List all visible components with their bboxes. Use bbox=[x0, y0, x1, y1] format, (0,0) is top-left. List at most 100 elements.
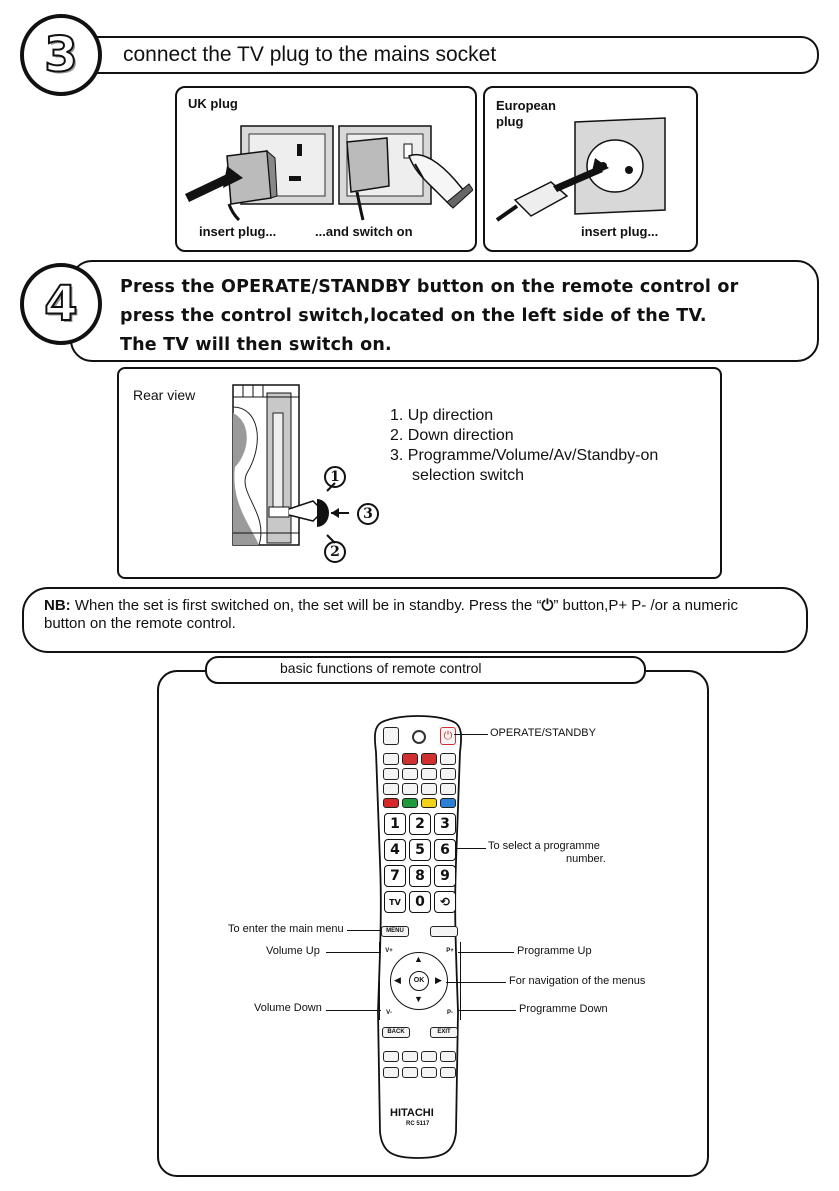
nav-cross-vertical-lines bbox=[379, 942, 461, 1020]
uk-plug-illustration bbox=[185, 125, 473, 221]
navigation-label: For navigation of the menus bbox=[509, 975, 646, 987]
func-row1-btn4[interactable] bbox=[440, 1051, 456, 1062]
func-row2-btn3[interactable] bbox=[421, 1067, 437, 1078]
european-plug-panel: European plug insert plug... bbox=[483, 86, 698, 252]
digit-6-button[interactable]: 6 bbox=[434, 839, 456, 861]
guide-button[interactable] bbox=[430, 926, 458, 937]
programme-up-button[interactable]: P+ bbox=[446, 948, 454, 954]
programme-up-label: Programme Up bbox=[517, 945, 592, 957]
european-plug-illustration bbox=[495, 117, 666, 222]
digit-2-button[interactable]: 2 bbox=[409, 813, 431, 835]
red-button[interactable] bbox=[383, 798, 399, 808]
func-row2-btn2[interactable] bbox=[402, 1067, 418, 1078]
power-symbol-icon: ⏻ bbox=[541, 597, 554, 614]
func-row1-btn2[interactable] bbox=[402, 1051, 418, 1062]
media-row1-btn3[interactable] bbox=[421, 753, 437, 765]
operate-standby-label: OPERATE/STANDBY bbox=[490, 727, 596, 739]
select-programme-label-2: number. bbox=[566, 853, 606, 865]
step4-number-badge: 4 bbox=[20, 263, 102, 345]
vol-up-leader bbox=[326, 952, 381, 953]
func-row2-btn4[interactable] bbox=[440, 1067, 456, 1078]
yellow-button[interactable] bbox=[421, 798, 437, 808]
rear-item-down: 2. Down direction bbox=[390, 427, 514, 444]
volume-down-label: Volume Down bbox=[254, 1002, 322, 1014]
uk-caption-switch: ...and switch on bbox=[315, 224, 413, 239]
media-row1-btn2[interactable] bbox=[402, 753, 418, 765]
nb-text-3: button on the remote control. bbox=[44, 615, 236, 632]
digit-1-button[interactable]: 1 bbox=[384, 813, 406, 835]
menu-leader bbox=[347, 930, 381, 931]
nav-right-arrow-icon[interactable]: ▶ bbox=[435, 975, 442, 985]
remote-section-title: basic functions of remote control bbox=[280, 660, 482, 676]
text-button[interactable] bbox=[383, 727, 399, 745]
main-menu-label: To enter the main menu bbox=[228, 923, 344, 935]
programme-down-label: Programme Down bbox=[519, 1003, 608, 1015]
swap-button[interactable]: ⟲ bbox=[434, 891, 456, 913]
media-row1-btn4[interactable] bbox=[440, 753, 456, 765]
prog-down-leader bbox=[458, 1010, 516, 1011]
navigation-ring[interactable] bbox=[390, 952, 448, 1010]
power-icon: ⏻ bbox=[443, 730, 453, 742]
nav-left-arrow-icon[interactable]: ◀ bbox=[394, 975, 401, 985]
select-programme-label: To select a programme bbox=[488, 840, 600, 852]
rewind-button[interactable] bbox=[402, 783, 418, 795]
nb-note-bar bbox=[22, 587, 808, 653]
marker-1: 1 bbox=[324, 466, 346, 488]
nb-label: NB: bbox=[44, 597, 71, 614]
digit-5-button[interactable]: 5 bbox=[409, 839, 431, 861]
power-button[interactable]: ⏻ bbox=[440, 727, 456, 745]
swap-icon: ⟲ bbox=[439, 895, 451, 909]
rear-item-switch-cont: selection switch bbox=[412, 467, 525, 484]
subtitle-button[interactable] bbox=[440, 783, 456, 795]
uk-plug-heading: UK plug bbox=[188, 96, 238, 111]
volume-up-label: Volume Up bbox=[266, 945, 320, 957]
fast-forward-button[interactable] bbox=[421, 783, 437, 795]
nav-up-arrow-icon[interactable]: ▲ bbox=[414, 954, 423, 964]
digit-4-button[interactable]: 4 bbox=[384, 839, 406, 861]
step3-title: connect the TV plug to the mains socket bbox=[123, 43, 497, 66]
digit-9-button[interactable]: 9 bbox=[434, 865, 456, 887]
exit-button[interactable]: EXIT bbox=[430, 1027, 458, 1038]
step3-number: 3 bbox=[43, 26, 78, 84]
rear-view-panel: Rear view 1 3 2 1. Up direction 2. Down … bbox=[117, 367, 722, 579]
nb-text-1: When the set is first switched on, the s… bbox=[70, 597, 542, 614]
pause-button[interactable] bbox=[421, 768, 437, 780]
ok-button[interactable]: OK bbox=[409, 971, 429, 991]
volume-down-button[interactable]: V- bbox=[386, 1010, 392, 1016]
digit-3-button[interactable]: 3 bbox=[434, 813, 456, 835]
step4-line2: press the control switch,located on the … bbox=[120, 306, 707, 326]
digit-7-button[interactable]: 7 bbox=[384, 865, 406, 887]
volume-up-button[interactable]: V+ bbox=[385, 948, 393, 954]
indicator-led bbox=[412, 730, 426, 744]
remote-section-title-bar bbox=[205, 656, 646, 684]
blue-button[interactable] bbox=[440, 798, 456, 808]
func-row2-btn1[interactable] bbox=[383, 1067, 399, 1078]
back-button[interactable]: BACK bbox=[382, 1027, 410, 1038]
digit-8-button[interactable]: 8 bbox=[409, 865, 431, 887]
rear-view-heading: Rear view bbox=[133, 387, 196, 403]
rear-item-up: 1. Up direction bbox=[390, 407, 494, 424]
play-button[interactable] bbox=[402, 768, 418, 780]
prog-up-leader bbox=[458, 952, 514, 953]
vol-down-leader bbox=[326, 1010, 381, 1011]
func-row1-btn1[interactable] bbox=[383, 1051, 399, 1062]
lang-button[interactable] bbox=[383, 783, 399, 795]
record-button[interactable] bbox=[383, 768, 399, 780]
remote-model: RC 5117 bbox=[406, 1121, 430, 1127]
tv-button[interactable]: TV bbox=[384, 891, 406, 913]
european-plug-heading: European plug bbox=[496, 98, 556, 129]
menu-button[interactable]: MENU bbox=[381, 926, 409, 937]
media-row1-btn1[interactable] bbox=[383, 753, 399, 765]
step4-line1: Press the OPERATE/STANDBY button on the … bbox=[120, 277, 739, 297]
rear-item-switch: 3. Programme/Volume/Av/Standby-on bbox=[390, 447, 659, 464]
func-row1-btn3[interactable] bbox=[421, 1051, 437, 1062]
step4-number: 4 bbox=[43, 275, 78, 333]
tv-rear-illustration bbox=[232, 384, 349, 546]
marker-2: 2 bbox=[324, 541, 346, 563]
programme-down-button[interactable]: P- bbox=[447, 1010, 453, 1016]
stop-button[interactable] bbox=[440, 768, 456, 780]
green-button[interactable] bbox=[402, 798, 418, 808]
nb-note-text: NB: When the set is first switched on, t… bbox=[44, 597, 794, 633]
nav-down-arrow-icon[interactable]: ▼ bbox=[414, 994, 423, 1004]
digit-0-button[interactable]: 0 bbox=[409, 891, 431, 913]
